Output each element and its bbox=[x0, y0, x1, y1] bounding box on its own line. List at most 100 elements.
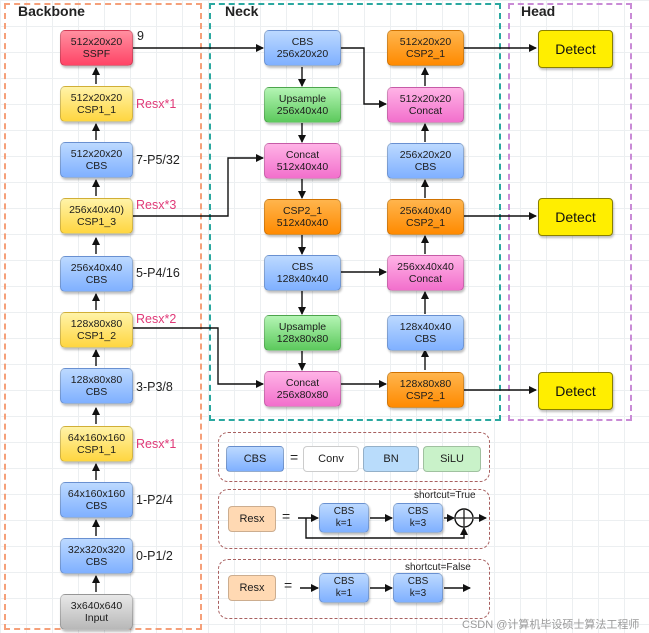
csp1-2-shape: 128x80x80 bbox=[70, 318, 123, 330]
neck-csp2-mid-shape: 256x40x40 bbox=[399, 205, 452, 217]
cbs-p1-block: 32x320x320 CBS bbox=[60, 538, 133, 574]
csp1-1-top-shape: 512x20x20 bbox=[70, 92, 123, 104]
detect-small-block: Detect bbox=[538, 372, 613, 410]
neck-csp2-bottom-block: 128x80x80 CSP2_1 bbox=[387, 372, 464, 408]
sppf-block: 512x20x20 SSPF bbox=[60, 30, 133, 66]
legend-resx-false-cbs2: CBS k=3 bbox=[393, 573, 443, 603]
detect-large-block: Detect bbox=[538, 30, 613, 68]
csp1-3-block: 256x40x40) CSP1_3 bbox=[60, 198, 133, 234]
legend-resx-true-shortcut: shortcut=True bbox=[414, 490, 476, 501]
legend-bn-box: BN bbox=[363, 446, 419, 472]
neck-cbs-a-block: CBS 256x20x20 bbox=[264, 30, 341, 66]
input-shape: 3x640x640 bbox=[70, 600, 123, 612]
neck-cbs-d-label: CBS bbox=[414, 333, 437, 345]
cbs-p4-shape: 256x40x40 bbox=[70, 262, 123, 274]
legend-resx-false-equals: = bbox=[284, 577, 293, 593]
neck-cbs-a-shape: 256x20x20 bbox=[276, 48, 329, 60]
neck-cbs-d-block: 128x40x40 CBS bbox=[387, 315, 464, 351]
legend-resx-false-frame bbox=[218, 559, 490, 619]
neck-upsample-b-shape: 128x80x80 bbox=[276, 333, 329, 345]
neck-concat-top-block: 512x20x20 Concat bbox=[387, 87, 464, 123]
cbs-p5-shape: 512x20x20 bbox=[70, 148, 123, 160]
legend-resx-false-cbs1-kernel: k=1 bbox=[335, 588, 353, 599]
neck-concat-mid-label: Concat bbox=[408, 273, 443, 285]
cbs-p1-label: CBS bbox=[85, 556, 108, 568]
neck-csp2-top-block: 512x20x20 CSP2_1 bbox=[387, 30, 464, 66]
legend-resx-true-cbs1: CBS k=1 bbox=[319, 503, 369, 533]
cbs-p3-shape: 128x80x80 bbox=[70, 374, 123, 386]
neck-csp2-bottom-shape: 128x80x80 bbox=[399, 378, 452, 390]
neck-cbs-c-label: CBS bbox=[414, 161, 437, 173]
neck-concat-a-shape: 512x40x40 bbox=[276, 161, 329, 173]
p3-label: 3-P3/8 bbox=[136, 380, 173, 394]
resx-2-label: Resx*2 bbox=[136, 312, 177, 326]
resx-1-bottom-label: Resx*1 bbox=[136, 437, 177, 451]
neck-title: Neck bbox=[225, 3, 259, 19]
neck-concat-b-block: Concat 256x80x80 bbox=[264, 371, 341, 407]
cbs-p3-label: CBS bbox=[85, 386, 108, 398]
neck-concat-mid-shape: 256xx40x40 bbox=[397, 261, 454, 273]
csp1-1-bottom-block: 64x160x160 CSP1_1 bbox=[60, 426, 133, 462]
p4-label: 5-P4/16 bbox=[136, 266, 180, 280]
neck-csp2-mid-block: 256x40x40 CSP2_1 bbox=[387, 199, 464, 235]
neck-cbs-a-label: CBS bbox=[291, 36, 314, 48]
neck-region bbox=[209, 3, 501, 421]
neck-csp2-top-shape: 512x20x20 bbox=[399, 36, 452, 48]
legend-resx-true-box: Resx bbox=[228, 506, 276, 532]
neck-csp2-a-label: CSP2_1 bbox=[282, 205, 323, 217]
backbone-title: Backbone bbox=[18, 3, 85, 19]
neck-upsample-a-shape: 256x40x40 bbox=[276, 105, 329, 117]
legend-conv-box: Conv bbox=[303, 446, 359, 472]
legend-resx-true-cbs1-kernel: k=1 bbox=[335, 518, 353, 529]
legend-cbs-box: CBS bbox=[226, 446, 284, 472]
neck-csp2-a-shape: 512x40x40 bbox=[276, 217, 329, 229]
neck-concat-a-block: Concat 512x40x40 bbox=[264, 143, 341, 179]
neck-cbs-b-label: CBS bbox=[291, 261, 314, 273]
cbs-p4-label: CBS bbox=[85, 274, 108, 286]
legend-resx-false-shortcut: shortcut=False bbox=[405, 562, 471, 573]
legend-cbs-frame bbox=[218, 432, 490, 482]
neck-cbs-c-shape: 256x20x20 bbox=[399, 149, 452, 161]
legend-resx-true-cbs2-kernel: k=3 bbox=[409, 518, 427, 529]
sppf-index-label: 9 bbox=[137, 29, 144, 43]
neck-upsample-a-label: Upsample bbox=[278, 93, 327, 105]
neck-csp2-bottom-label: CSP2_1 bbox=[405, 390, 446, 402]
neck-concat-a-label: Concat bbox=[285, 149, 320, 161]
neck-cbs-d-shape: 128x40x40 bbox=[399, 321, 452, 333]
input-label: Input bbox=[84, 612, 109, 624]
sppf-label: SSPF bbox=[82, 48, 111, 60]
head-region bbox=[508, 3, 632, 421]
input-block: 3x640x640 Input bbox=[60, 594, 133, 630]
p2-label: 1-P2/4 bbox=[136, 493, 173, 507]
neck-concat-b-shape: 256x80x80 bbox=[276, 389, 329, 401]
neck-upsample-a-block: Upsample 256x40x40 bbox=[264, 87, 341, 123]
csp1-3-label: CSP1_3 bbox=[76, 216, 117, 228]
cbs-p5-block: 512x20x20 CBS bbox=[60, 142, 133, 178]
cbs-p5-label: CBS bbox=[85, 160, 108, 172]
neck-cbs-b-shape: 128x40x40 bbox=[276, 273, 329, 285]
resx-3-label: Resx*3 bbox=[136, 198, 177, 212]
cbs-p2-block: 64x160x160 CBS bbox=[60, 482, 133, 518]
neck-cbs-c-block: 256x20x20 CBS bbox=[387, 143, 464, 179]
legend-resx-false-cbs2-kernel: k=3 bbox=[409, 588, 427, 599]
cbs-p1-shape: 32x320x320 bbox=[67, 544, 126, 556]
neck-concat-top-shape: 512x20x20 bbox=[399, 93, 452, 105]
legend-resx-false-box: Resx bbox=[228, 575, 276, 601]
legend-resx-false-cbs1-label: CBS bbox=[333, 576, 355, 587]
resx-1-top-label: Resx*1 bbox=[136, 97, 177, 111]
neck-concat-b-label: Concat bbox=[285, 377, 320, 389]
neck-upsample-b-label: Upsample bbox=[278, 321, 327, 333]
sppf-shape: 512x20x20 bbox=[70, 36, 123, 48]
legend-resx-true-cbs1-label: CBS bbox=[333, 506, 355, 517]
legend-resx-true-cbs2: CBS k=3 bbox=[393, 503, 443, 533]
csp1-1-bottom-label: CSP1_1 bbox=[76, 444, 117, 456]
legend-resx-true-cbs2-label: CBS bbox=[407, 506, 429, 517]
csp1-1-bottom-shape: 64x160x160 bbox=[67, 432, 126, 444]
watermark-text: CSDN @计算机毕设硕士算法工程师 bbox=[462, 619, 640, 631]
neck-concat-top-label: Concat bbox=[408, 105, 443, 117]
csp1-3-shape: 256x40x40) bbox=[69, 204, 124, 216]
head-title: Head bbox=[521, 3, 556, 19]
neck-cbs-b-block: CBS 128x40x40 bbox=[264, 255, 341, 291]
neck-concat-mid-block: 256xx40x40 Concat bbox=[387, 255, 464, 291]
